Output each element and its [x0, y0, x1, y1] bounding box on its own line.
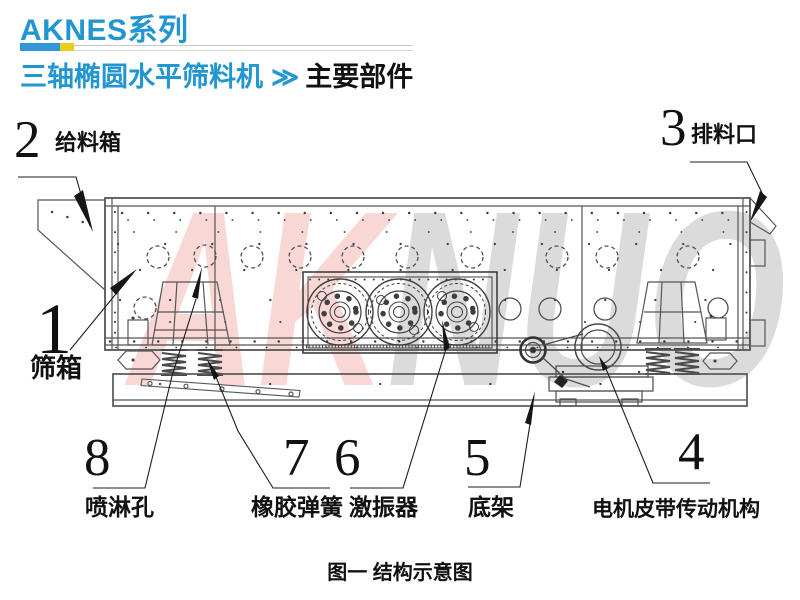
leader-lines	[18, 161, 764, 489]
part-number-1: 1	[36, 289, 72, 369]
part-number-8: 8	[84, 429, 111, 487]
subtitle-product: 三轴椭圆水平筛料机	[20, 62, 263, 92]
part-number-2: 2	[14, 111, 41, 169]
series-title: AKNES系列	[20, 14, 189, 47]
exciter-assembly	[302, 271, 498, 354]
subtitle-section: 主要部件	[305, 62, 414, 92]
page-subtitle: 三轴椭圆水平筛料机 ≫主要部件	[20, 55, 413, 94]
part-name-screen-box: 筛箱	[30, 353, 83, 383]
discharge-port-shape	[749, 197, 777, 347]
exciter-gear-2	[365, 278, 433, 346]
part-number-3: 3	[660, 99, 687, 157]
motor-belt-drive	[519, 323, 654, 407]
part-number-5: 5	[464, 429, 491, 487]
header-rule	[20, 45, 413, 51]
feed-box-shape	[37, 199, 106, 291]
right-support	[636, 281, 738, 370]
spray-holes	[133, 244, 700, 320]
part-name-rubber-spring: 橡胶弹簧	[251, 494, 343, 520]
part-name-bottom-frame: 底架	[468, 494, 514, 520]
part-name-feed-box: 给料箱	[55, 130, 122, 155]
exciter-gear-1	[306, 278, 374, 346]
header-rule-yellow-segment	[60, 43, 74, 51]
part-number-6: 6	[334, 429, 361, 487]
header-rule-blue-segment	[20, 43, 60, 51]
side-plate-holes	[498, 297, 729, 321]
part-number-4: 4	[678, 423, 705, 481]
motor-circle	[574, 323, 622, 371]
part-name-discharge-port: 排料口	[691, 122, 758, 147]
figure-caption: 图一 结构示意图	[327, 562, 473, 584]
bolt-dots	[108, 211, 750, 386]
belt-pulley	[519, 336, 547, 364]
double-chevron-icon: ≫	[271, 62, 300, 92]
part-name-exciter: 激振器	[349, 494, 418, 520]
part-name-motor-belt-drive: 电机皮带传动机构	[592, 498, 760, 521]
part-number-7: 7	[283, 429, 310, 487]
leader-arrowheads	[74, 190, 767, 425]
exciter-gear-3	[423, 278, 491, 346]
part-name-spray-holes: 喷淋孔	[85, 494, 154, 520]
